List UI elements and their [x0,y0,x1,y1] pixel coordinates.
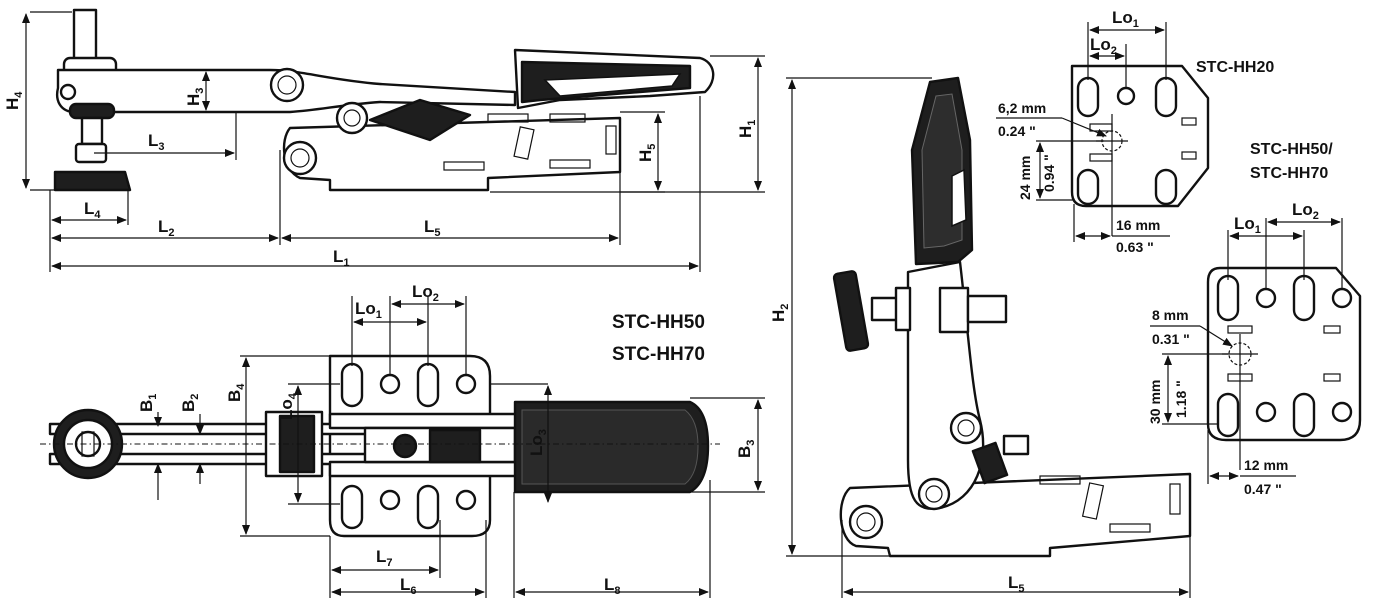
hh50-plate: Lo1 Lo2 8 mm 0.31 " 30 mm 1.18 " 12 mm 0… [1147,200,1362,497]
label-h3: H3 [184,88,206,106]
label-h4: H4 [3,91,25,110]
top-view-model-1: STC-HH50 [612,312,705,333]
hh50-plate-model-1: STC-HH50/ [1250,141,1333,158]
label-h1: H1 [736,120,758,138]
label-l5-open: L5 [1008,573,1025,595]
top-view-model-2: STC-HH70 [612,344,705,365]
top-view: STC-HH50 STC-HH70 Lo1 Lo2 Lo4 Lo3 B1 B2 … [40,282,765,598]
label-b1: B1 [137,394,159,412]
side-view: H4 H3 H5 H1 L3 L4 L2 L5 L1 [3,8,765,272]
hh20-v-in: 0.94 " [1041,154,1057,192]
label-l3: L3 [148,131,165,153]
hh50-label-lo1: Lo1 [1234,214,1261,236]
label-l2: L2 [158,217,175,239]
label-h5: H5 [636,144,658,162]
hh50-hole-mm: 8 mm [1152,307,1189,323]
label-b3: B3 [735,440,757,458]
hh20-model: STC-HH20 [1196,59,1274,76]
hh50-v-mm: 30 mm [1147,380,1163,424]
hh20-label-lo1: Lo1 [1112,8,1139,30]
hh20-plate: STC-HH20 Lo1 Lo2 6,2 mm 0.24 " 24 mm 0.9… [996,8,1333,255]
hh20-label-lo2: Lo2 [1090,35,1117,57]
label-l7: L7 [376,547,393,569]
label-h2: H2 [769,304,791,322]
hh50-v-in: 1.18 " [1173,380,1189,418]
hh50-h-in: 0.47 " [1244,481,1282,497]
hh50-label-lo2: Lo2 [1292,200,1319,222]
label-lo1: Lo1 [355,299,382,321]
hh20-hole-mm: 6,2 mm [998,100,1046,116]
hh50-hole-in: 0.31 " [1152,331,1190,347]
label-lo2: Lo2 [412,282,439,304]
hh50-plate-model-2: STC-HH70 [1250,165,1328,182]
hh20-v-mm: 24 mm [1017,156,1033,200]
hh20-h-in: 0.63 " [1116,239,1154,255]
label-b2: B2 [179,394,201,412]
label-l8: L8 [604,575,621,597]
label-l6: L6 [400,575,417,597]
label-l4: L4 [84,199,101,221]
open-view: H2 L5 [769,76,1192,598]
label-lo3: Lo3 [527,429,549,456]
label-l5: L5 [424,217,441,239]
label-l1: L1 [333,247,350,269]
hh50-h-mm: 12 mm [1244,457,1288,473]
label-lo4: Lo4 [277,392,299,420]
hh20-hole-in: 0.24 " [998,123,1036,139]
label-b4: B4 [225,383,247,402]
hh20-h-mm: 16 mm [1116,217,1160,233]
